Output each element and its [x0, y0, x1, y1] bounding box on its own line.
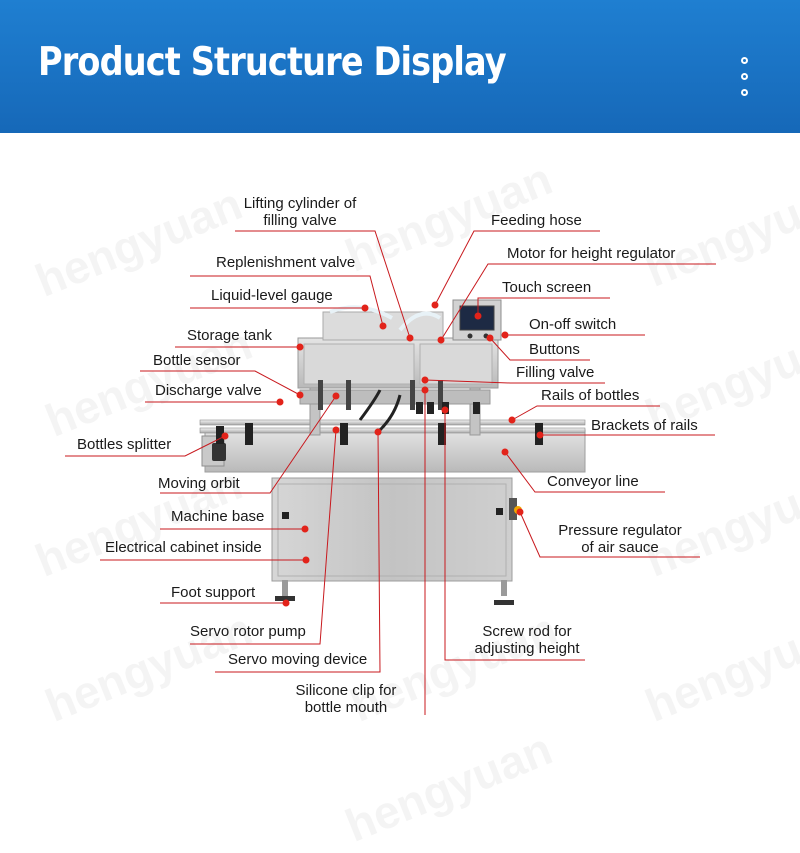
label-feeding-hose: Feeding hose — [491, 212, 582, 229]
label-electrical-cabinet: Electrical cabinet inside — [105, 539, 262, 556]
label-brackets-of-rails: Brackets of rails — [591, 417, 698, 434]
label-moving-orbit: Moving orbit — [158, 475, 240, 492]
dot-icon — [741, 73, 748, 80]
label-buttons: Buttons — [529, 341, 580, 358]
label-motor-height-regulator: Motor for height regulator — [507, 245, 676, 262]
label-bottle-sensor: Bottle sensor — [153, 352, 241, 369]
label-rails-of-bottles: Rails of bottles — [541, 387, 640, 404]
label-servo-rotor-pump: Servo rotor pump — [190, 623, 306, 640]
dot-icon — [741, 89, 748, 96]
label-liquid-level-gauge: Liquid-level gauge — [211, 287, 333, 304]
dot-icon — [741, 57, 748, 64]
label-replenishment-valve: Replenishment valve — [216, 254, 356, 271]
label-machine-base: Machine base — [171, 508, 265, 525]
label-bottles-splitter: Bottles splitter — [77, 436, 172, 453]
label-lifting-cylinder: Lifting cylinder of filling valve — [243, 195, 357, 229]
label-conveyor-line: Conveyor line — [547, 473, 639, 490]
machine-base — [271, 477, 513, 582]
label-screw-rod: Screw rod for adjusting height — [474, 623, 580, 657]
label-foot-support: Foot support — [171, 584, 256, 601]
label-storage-tank: Storage tank — [187, 327, 273, 344]
label-on-off-switch: On-off switch — [529, 316, 617, 333]
filling-machine-illustration — [199, 299, 586, 605]
label-discharge-valve: Discharge valve — [155, 382, 262, 399]
label-servo-moving-device: Servo moving device — [228, 651, 368, 668]
label-silicone-clip: Silicone clip for bottle mouth — [295, 682, 397, 716]
page-title: Product Structure Display — [38, 40, 507, 85]
label-touch-screen: Touch screen — [502, 279, 592, 296]
label-filling-valve: Filling valve — [516, 364, 595, 381]
header-banner: Product Structure Display — [0, 0, 800, 133]
label-pressure-regulator: Pressure regulator of air sauce — [558, 522, 682, 556]
